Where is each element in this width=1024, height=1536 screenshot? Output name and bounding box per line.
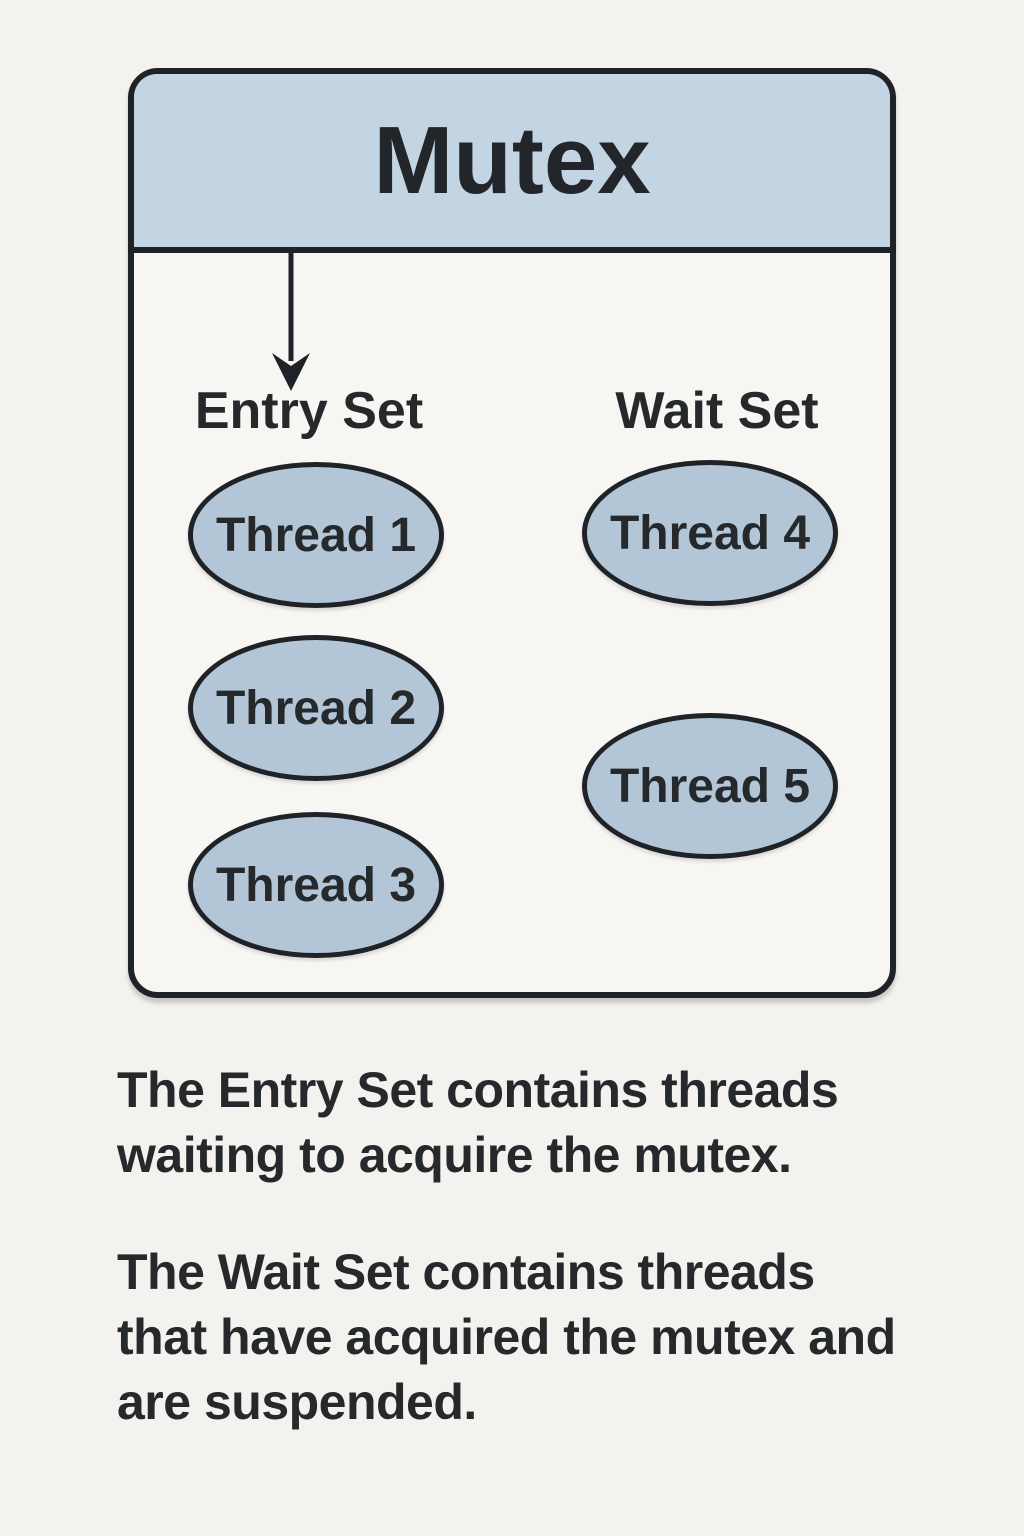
wait-set-label: Wait Set xyxy=(615,382,819,440)
thread-label: Thread 3 xyxy=(215,858,417,912)
wait-set-caption: The Wait Set contains threads that have … xyxy=(117,1244,896,1430)
entry-set-caption: The Entry Set contains threads waiting t… xyxy=(117,1062,839,1183)
thread-label: Thread 1 xyxy=(215,508,417,562)
entry-set-label: Entry Set xyxy=(194,382,424,440)
thread-node: Thread 3 xyxy=(188,812,444,958)
thread-node: Thread 4 xyxy=(582,460,838,606)
mutex-header: Mutex xyxy=(134,74,890,253)
down-arrow-icon xyxy=(272,253,310,391)
mutex-box: Mutex Entry Set Wait Set Thread 1 Thread… xyxy=(128,68,896,998)
thread-label: Thread 5 xyxy=(609,759,811,813)
thread-node: Thread 1 xyxy=(188,462,444,608)
thread-label: Thread 2 xyxy=(215,681,417,735)
thread-node: Thread 2 xyxy=(188,635,444,781)
thread-node: Thread 5 xyxy=(582,713,838,859)
mutex-title: Mutex xyxy=(373,106,651,214)
thread-label: Thread 4 xyxy=(609,506,811,560)
caption-block: The Entry Set contains threads waiting t… xyxy=(117,1058,907,1435)
